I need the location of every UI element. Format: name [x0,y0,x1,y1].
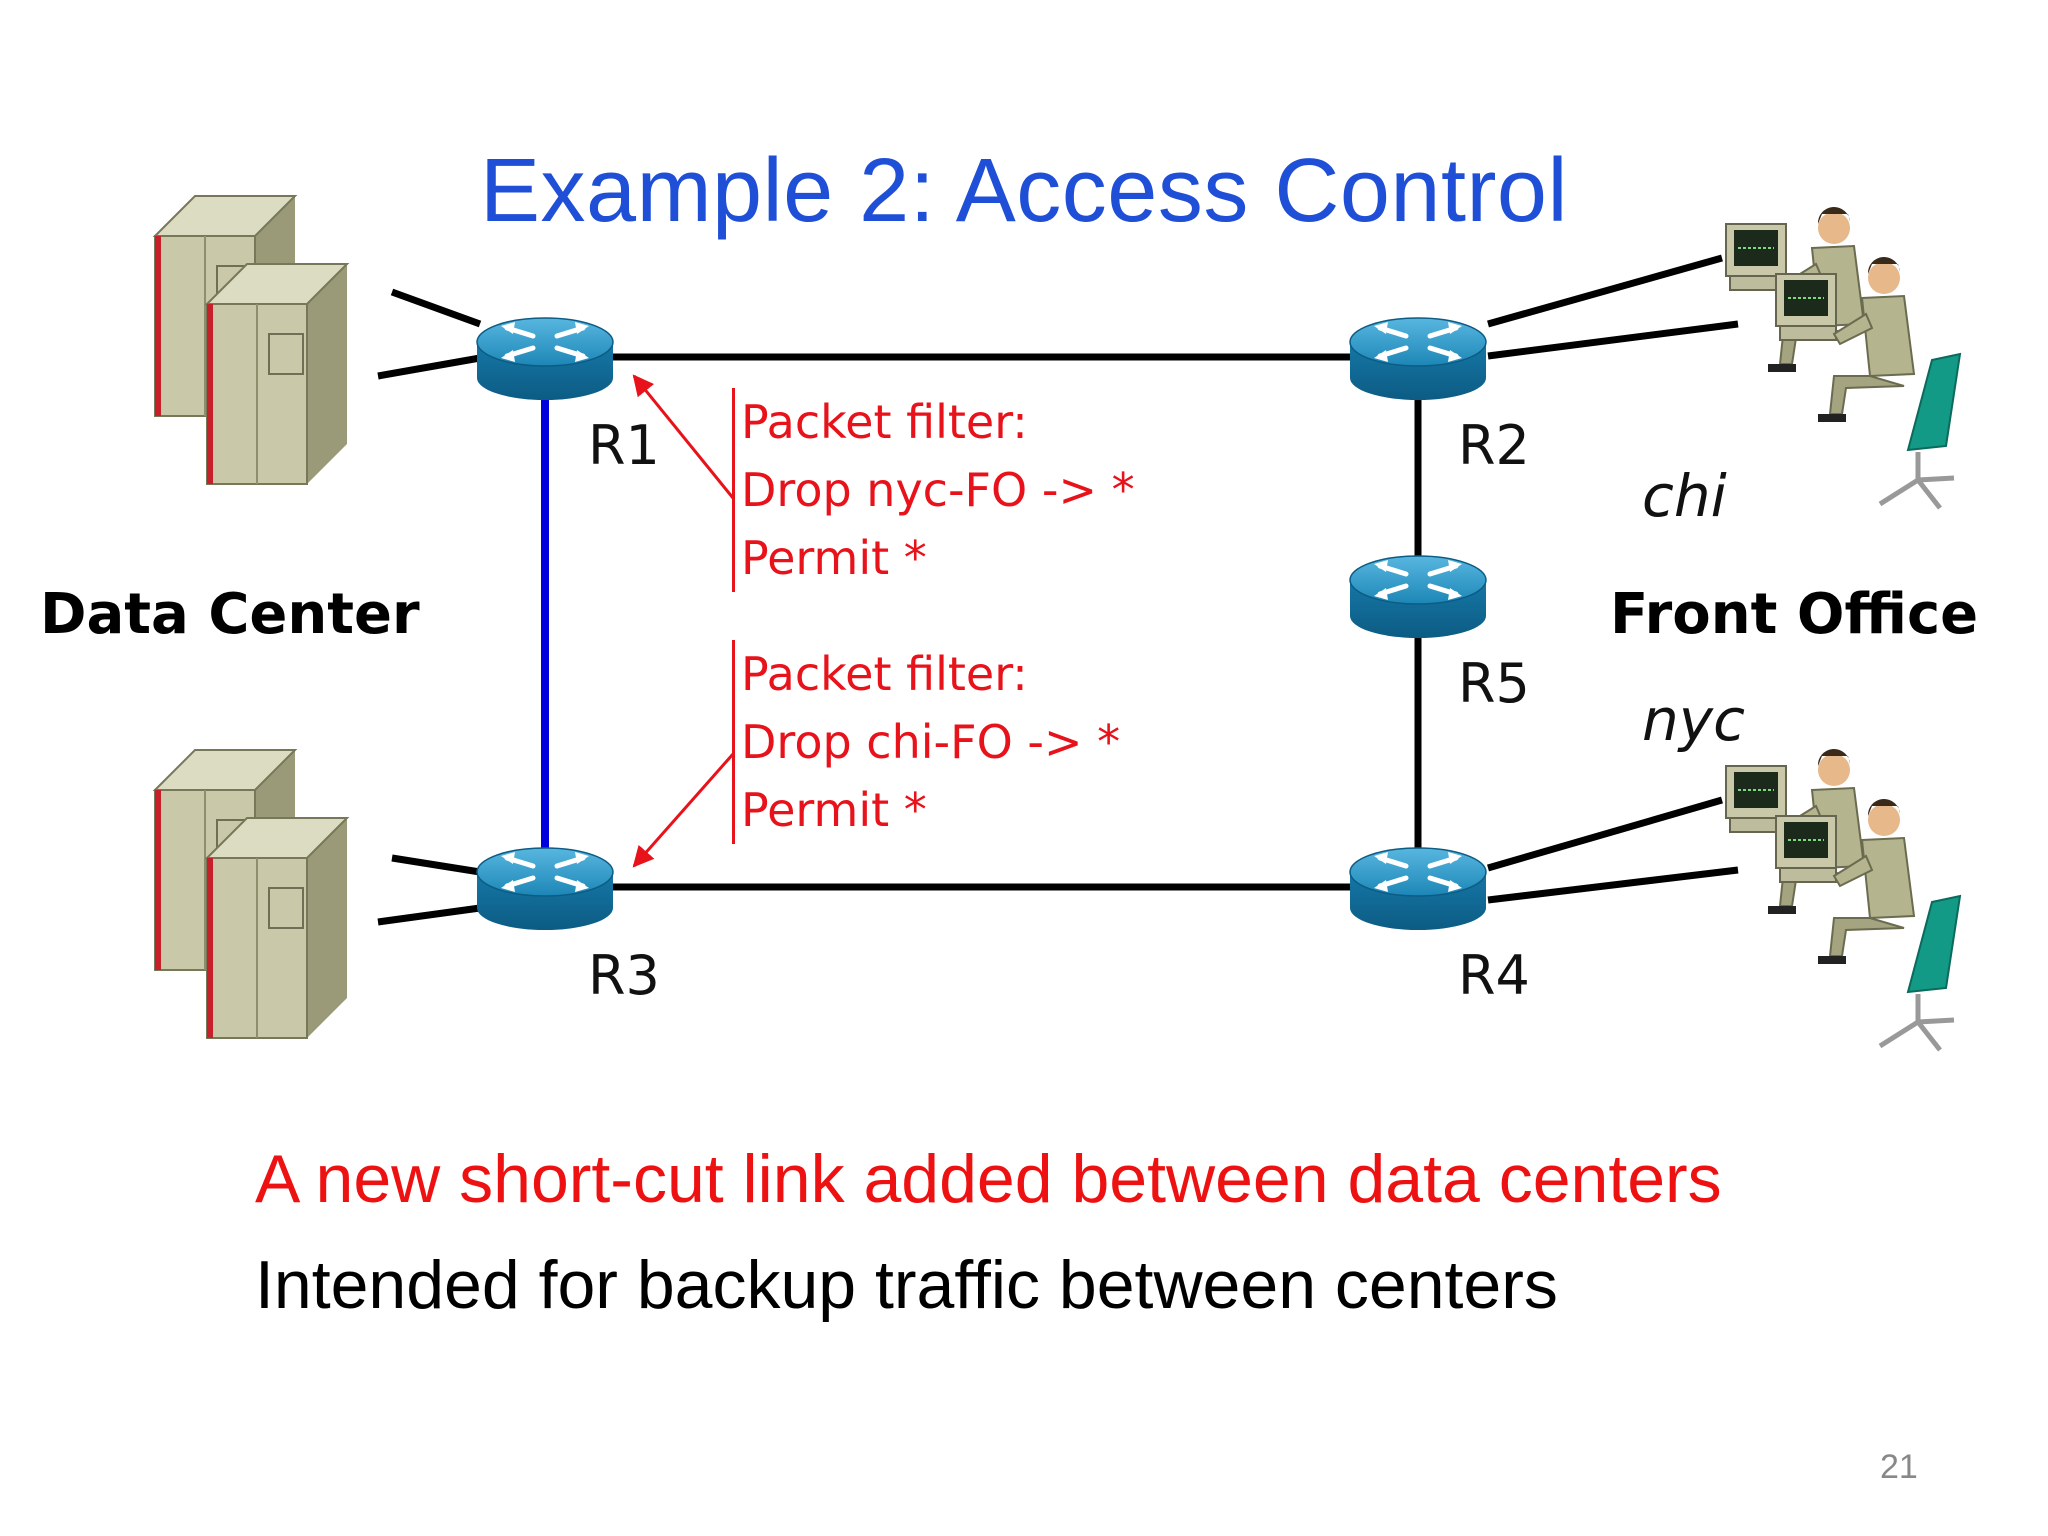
office-uplinks [1487,254,1739,904]
router-r2-icon [1350,318,1486,400]
packet-filter-r3: Packet filter: Drop chi-FO -> * Permit * [732,640,1120,844]
detail-note: Intended for backup traffic between cent… [255,1247,1558,1323]
filter-drop-rule: Drop nyc-FO -> * [741,463,1135,517]
server-uplinks [377,288,482,926]
router-r3-icon [477,848,613,930]
router-r3-label: R3 [588,944,660,1007]
page-number: 21 [1880,1448,1918,1486]
router-r4-label: R4 [1458,944,1530,1007]
filter-arrow-r3 [632,753,735,868]
nyc-site-label: nyc [1642,686,1745,754]
nyc-office-workers-icon [1725,747,1962,1052]
filter-drop-rule: Drop chi-FO -> * [741,715,1121,769]
packet-filter-r1: Packet filter: Drop nyc-FO -> * Permit * [732,388,1135,592]
filter-permit-rule: Permit * [741,531,927,585]
data-center-label: Data Center [40,582,420,647]
router-r5-icon [1350,556,1486,638]
front-office-label: Front Office [1610,582,1979,647]
router-r2-label: R2 [1458,414,1530,477]
chi-office-workers-icon [1725,205,1962,510]
slide-title: Example 2: Access Control [480,141,1568,241]
server-icon [206,263,348,485]
router-r4-icon [1350,848,1486,930]
router-r1-label: R1 [588,414,660,477]
highlight-note: A new short-cut link added between data … [255,1141,1722,1217]
filter-arrow-r1 [632,374,735,499]
filter-heading: Packet filter: [741,647,1028,701]
chi-site-label: chi [1642,462,1727,530]
router-r1-icon [477,318,613,400]
server-icon [206,817,348,1039]
filter-permit-rule: Permit * [741,783,927,837]
filter-heading: Packet filter: [741,395,1028,449]
router-r5-label: R5 [1458,652,1530,715]
